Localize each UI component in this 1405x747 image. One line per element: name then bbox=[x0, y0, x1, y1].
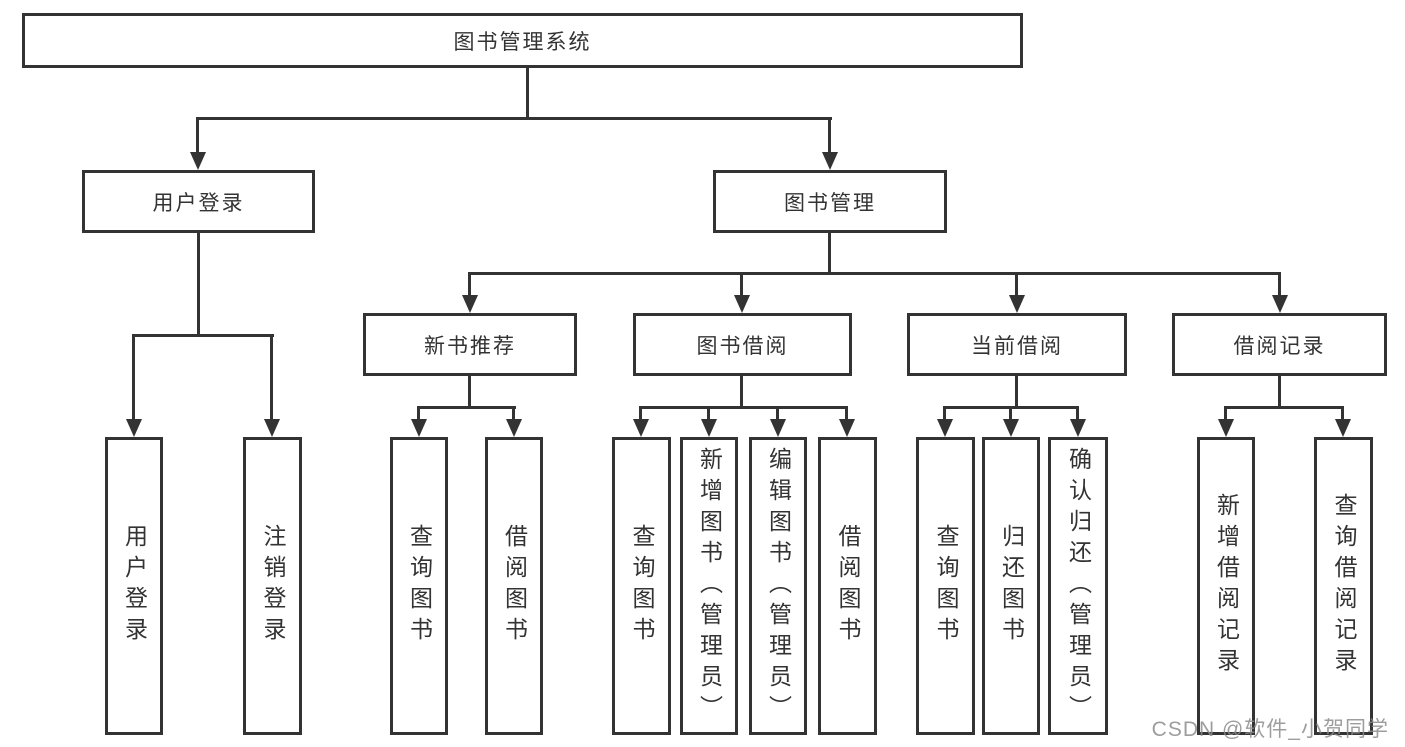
connector-arrow-book-borrow bbox=[733, 272, 750, 313]
leaf-add-borrow-record-label: 新增借阅记录 bbox=[1213, 493, 1240, 679]
connector-new-book-drop bbox=[468, 376, 471, 408]
leaf-borrow-books-2-label: 借阅图书 bbox=[835, 524, 861, 648]
node-root-label: 图书管理系统 bbox=[453, 30, 592, 54]
connector-arrow-return-books bbox=[1002, 406, 1019, 437]
connector-book-borrow-rail bbox=[639, 406, 848, 409]
connector-arrow-confirm-return bbox=[1069, 406, 1086, 437]
connector-arrow-user-login bbox=[189, 117, 206, 170]
connector-arrow-query-books-3 bbox=[936, 406, 953, 437]
connector-arrow-leaf-logout bbox=[263, 334, 280, 437]
connector-arrow-query-books-1 bbox=[410, 406, 427, 437]
connector-new-book-rail bbox=[417, 406, 516, 409]
node-root: 图书管理系统 bbox=[22, 13, 1023, 68]
leaf-query-books-2-label: 查询图书 bbox=[629, 524, 655, 648]
leaf-logout: 注销登录 bbox=[243, 437, 302, 735]
watermark: CSDN @软件_小贺同学 bbox=[1151, 718, 1389, 741]
leaf-query-books-1-label: 查询图书 bbox=[406, 524, 433, 648]
leaf-edit-book-admin-label: 编辑图书（管理员） bbox=[765, 446, 792, 726]
node-user-login: 用户登录 bbox=[82, 170, 315, 233]
leaf-query-books-2: 查询图书 bbox=[612, 437, 671, 735]
leaf-borrow-books-2: 借阅图书 bbox=[818, 437, 877, 735]
leaf-query-borrow-record: 查询借阅记录 bbox=[1314, 437, 1373, 735]
leaf-edit-book-admin: 编辑图书（管理员） bbox=[749, 437, 807, 735]
node-book-management: 图书管理 bbox=[713, 170, 947, 233]
connector-arrow-book-management bbox=[821, 117, 838, 170]
leaf-query-books-3: 查询图书 bbox=[916, 437, 975, 735]
connector-user-login-rail bbox=[132, 334, 274, 337]
connector-arrow-add-record bbox=[1217, 406, 1234, 437]
node-current-borrowing-label: 当前借阅 bbox=[971, 334, 1063, 358]
leaf-query-books-1: 查询图书 bbox=[390, 437, 448, 735]
leaf-confirm-return-admin: 确认归还（管理员） bbox=[1048, 437, 1108, 735]
connector-level3-rail bbox=[468, 272, 1281, 275]
leaf-borrow-books-1: 借阅图书 bbox=[485, 437, 543, 735]
leaf-logout-label: 注销登录 bbox=[260, 524, 286, 648]
connector-level2-rail bbox=[198, 117, 832, 120]
connector-arrow-borrow-books-1 bbox=[505, 406, 522, 437]
connector-arrow-borrow-records bbox=[1271, 272, 1288, 313]
connector-current-borrow-drop bbox=[1015, 376, 1018, 408]
connector-user-login-drop bbox=[197, 233, 200, 336]
node-user-login-label: 用户登录 bbox=[152, 191, 245, 215]
leaf-user-login-label: 用户登录 bbox=[121, 524, 148, 648]
connector-arrow-query-books-2 bbox=[632, 406, 649, 437]
node-new-book-recommend: 新书推荐 bbox=[363, 313, 577, 376]
leaf-query-books-3-label: 查询图书 bbox=[933, 524, 959, 648]
connector-arrow-query-record bbox=[1334, 406, 1351, 437]
node-book-borrowing: 图书借阅 bbox=[633, 313, 852, 376]
connector-arrow-leaf-user-login bbox=[125, 334, 142, 437]
connector-root-drop bbox=[526, 68, 529, 119]
connector-book-management-drop bbox=[828, 233, 831, 274]
connector-arrow-current-borrow bbox=[1008, 272, 1025, 313]
leaf-borrow-books-1-label: 借阅图书 bbox=[501, 524, 528, 648]
leaf-confirm-return-admin-label: 确认归还（管理员） bbox=[1065, 446, 1092, 726]
connector-borrow-records-rail bbox=[1224, 406, 1344, 409]
leaf-add-book-admin-label: 新增图书（管理员） bbox=[696, 446, 723, 726]
connector-borrow-records-drop bbox=[1278, 376, 1281, 408]
leaf-add-book-admin: 新增图书（管理员） bbox=[680, 437, 738, 735]
connector-arrow-new-book bbox=[461, 272, 478, 313]
node-book-management-label: 图书管理 bbox=[784, 191, 876, 215]
connector-arrow-add-book bbox=[700, 406, 717, 437]
node-current-borrowing: 当前借阅 bbox=[907, 313, 1127, 376]
node-borrowing-records: 借阅记录 bbox=[1172, 313, 1387, 376]
leaf-return-books: 归还图书 bbox=[982, 437, 1040, 735]
leaf-return-books-label: 归还图书 bbox=[998, 524, 1025, 648]
connector-book-borrow-drop bbox=[740, 376, 743, 408]
connector-arrow-edit-book bbox=[769, 406, 786, 437]
leaf-user-login: 用户登录 bbox=[105, 437, 163, 735]
node-borrowing-records-label: 借阅记录 bbox=[1233, 334, 1326, 358]
node-new-book-recommend-label: 新书推荐 bbox=[424, 334, 516, 358]
leaf-add-borrow-record: 新增借阅记录 bbox=[1197, 437, 1255, 735]
leaf-query-borrow-record-label: 查询借阅记录 bbox=[1331, 493, 1357, 679]
connector-arrow-borrow-books-2 bbox=[838, 406, 855, 437]
node-book-borrowing-label: 图书借阅 bbox=[696, 334, 789, 358]
